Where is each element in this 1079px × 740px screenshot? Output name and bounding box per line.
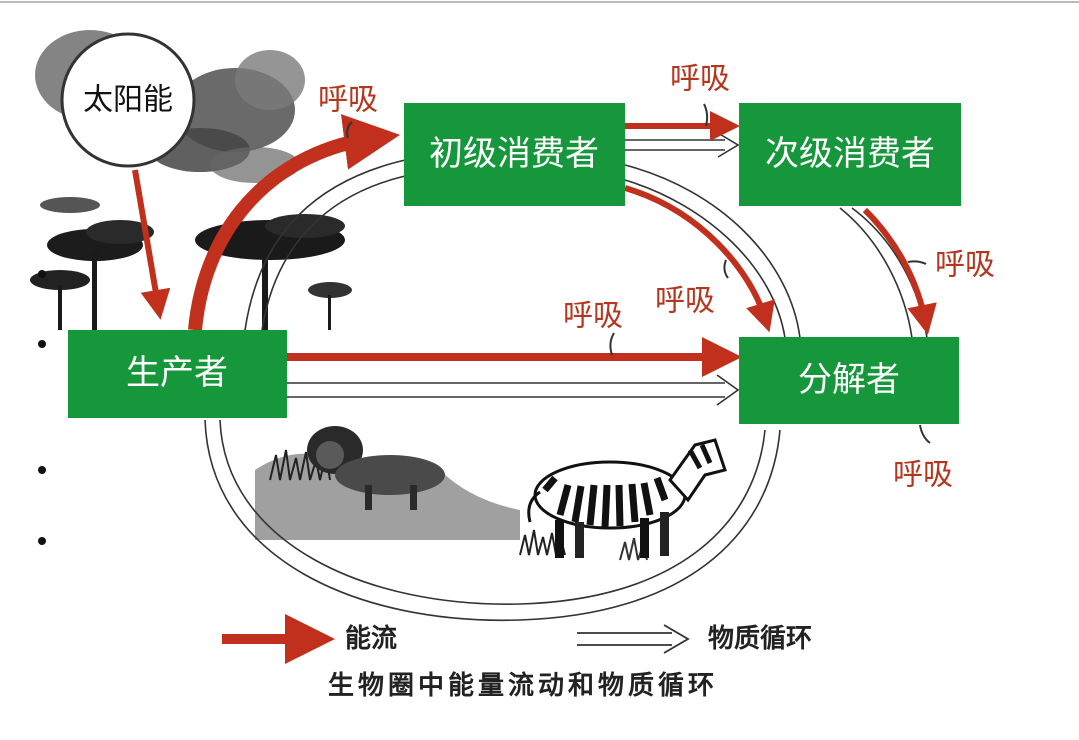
material-arrow-primary-secondary	[625, 132, 740, 158]
sun-label: 太阳能	[83, 83, 173, 118]
energy-arrow-primary-decomposer	[624, 185, 775, 333]
node-decomposer-label: 分解者	[798, 360, 900, 400]
respiration-label-5: 呼吸	[655, 284, 715, 319]
slide-bullet	[38, 466, 46, 474]
node-secondary-consumer	[739, 103, 961, 206]
material-arrow-producer-decomposer	[287, 374, 740, 406]
node-producer-label: 生产者	[126, 353, 228, 393]
respiration-label-2: 呼吸	[670, 62, 730, 97]
slide-bullet	[38, 270, 46, 278]
lion-illustration	[307, 426, 445, 510]
legend-material-arrow	[577, 624, 690, 654]
legend-material-label: 物质循环	[708, 624, 812, 654]
legend-energy-label: 能流	[345, 623, 397, 654]
node-decomposer	[739, 337, 959, 424]
diagram-caption: 生物圈中能量流动和物质循环	[328, 670, 718, 701]
node-primary-consumer-label: 初级消费者	[429, 134, 599, 174]
energy-arrow-producer-primary	[188, 114, 400, 331]
respiration-label-4: 呼吸	[563, 299, 623, 334]
respiration-ticks	[346, 103, 931, 444]
zebra-illustration	[527, 438, 727, 558]
node-secondary-consumer-label: 次级消费者	[765, 134, 935, 174]
slide-bullet	[38, 340, 46, 348]
respiration-label-6: 呼吸	[893, 458, 953, 493]
node-producer	[68, 330, 287, 418]
respiration-label-1: 呼吸	[318, 83, 378, 118]
energy-arrow-sun-producer	[132, 169, 171, 320]
respiration-label-3: 呼吸	[935, 248, 995, 283]
sun-circle	[60, 32, 196, 168]
energy-arrow-secondary-decomposer	[862, 207, 937, 335]
slide-bullet	[38, 537, 46, 545]
node-primary-consumer	[404, 103, 625, 206]
